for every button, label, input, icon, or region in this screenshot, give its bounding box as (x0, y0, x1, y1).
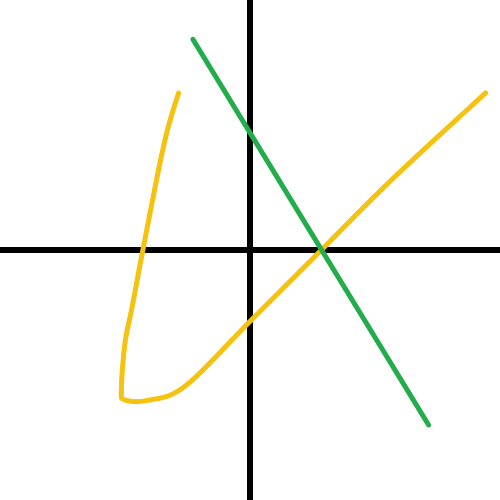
series-line-1 (118, 90, 489, 405)
series-layer (118, 36, 489, 428)
series-line-2 (190, 36, 432, 428)
